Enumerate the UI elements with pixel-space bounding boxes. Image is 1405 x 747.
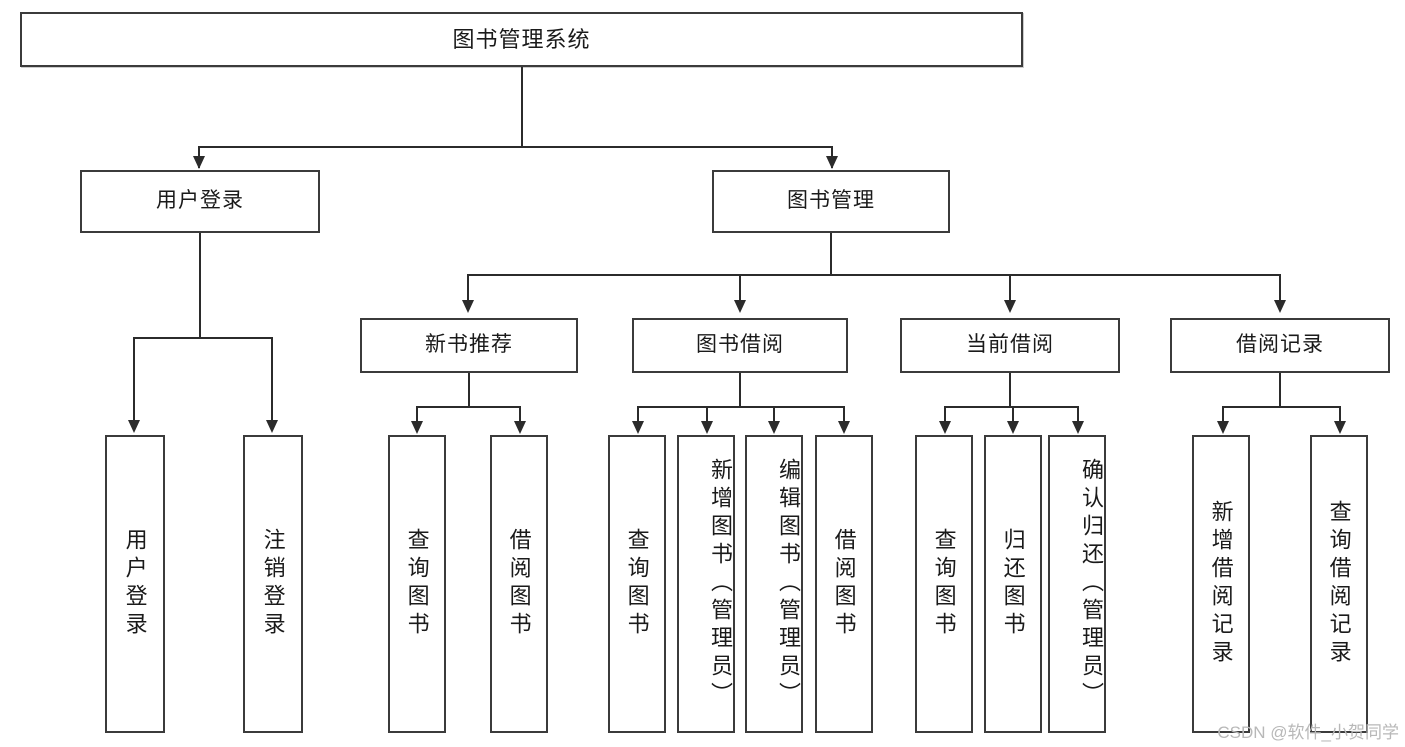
connector-borrow-record-stem [1279,373,1281,407]
connector-book-manage-bus [467,274,1280,276]
connector-book-borrow-bus [637,406,844,408]
connector-book-manage-stem [830,233,832,275]
leaf-new-book-query-books[interactable]: 查询图书 [388,435,446,733]
connector-borrow-record-to-leaf-1 [1222,406,1224,424]
connector-root-bus [198,146,833,148]
connector-user-login-bus [133,337,272,339]
arrowhead-book-manage-c1 [462,300,474,313]
connector-book-manage-to-c4 [1279,274,1281,304]
leaf-user-login-logout[interactable]: 注销登录 [243,435,303,733]
connector-current-borrow-stem [1009,373,1011,407]
connector-borrow-record-to-leaf-2 [1339,406,1341,424]
leaf-label: 编辑图书（管理员） [776,458,801,710]
arrowhead-root-to-user-login [193,156,205,169]
connector-new-book-bus [416,406,521,408]
connector-new-book-to-leaf-1 [416,406,418,424]
connector-user-login-to-leaf-1 [133,337,135,423]
arrowhead-borrow-record-leaf-1 [1217,421,1229,434]
node-label: 当前借阅 [966,333,1054,357]
arrowhead-current-borrow-leaf-3 [1072,421,1084,434]
node-label: 新书推荐 [425,333,513,357]
connector-current-borrow-to-leaf-2 [1012,406,1014,424]
node-borrow-record[interactable]: 借阅记录 [1170,318,1390,373]
node-label: 图书管理系统 [452,26,591,52]
leaf-label: 查询图书 [404,528,430,640]
node-root-book-management-system[interactable]: 图书管理系统 [20,12,1023,67]
leaf-label: 查询图书 [931,528,957,640]
node-current-borrow[interactable]: 当前借阅 [900,318,1120,373]
connector-current-borrow-to-leaf-3 [1077,406,1079,424]
leaf-current-borrow-return-books[interactable]: 归还图书 [984,435,1042,733]
arrowhead-new-book-leaf-2 [514,421,526,434]
leaf-label: 归还图书 [1000,528,1026,640]
arrowhead-book-manage-c2 [734,300,746,313]
leaf-label: 新增借阅记录 [1208,500,1234,668]
connector-book-borrow-to-leaf-2 [706,406,708,424]
leaf-user-login-login[interactable]: 用户登录 [105,435,165,733]
leaf-label: 借阅图书 [506,528,532,640]
node-new-book-recommendation[interactable]: 新书推荐 [360,318,578,373]
arrowhead-root-to-book-manage [826,156,838,169]
leaf-book-borrow-add-book-admin[interactable]: 新增图书（管理员） [677,435,735,733]
leaf-label: 借阅图书 [831,528,857,640]
leaf-book-borrow-query-books[interactable]: 查询图书 [608,435,666,733]
leaf-current-borrow-confirm-return-admin[interactable]: 确认归还（管理员） [1048,435,1106,733]
connector-book-manage-to-c1 [467,274,469,304]
arrowhead-new-book-leaf-1 [411,421,423,434]
node-label: 借阅记录 [1236,333,1324,357]
connector-book-borrow-to-leaf-3 [773,406,775,424]
leaf-book-borrow-edit-book-admin[interactable]: 编辑图书（管理员） [745,435,803,733]
leaf-book-borrow-borrow-books[interactable]: 借阅图书 [815,435,873,733]
node-book-borrow[interactable]: 图书借阅 [632,318,848,373]
arrowhead-book-borrow-leaf-4 [838,421,850,434]
arrowhead-book-borrow-leaf-1 [632,421,644,434]
leaf-new-book-borrow-books[interactable]: 借阅图书 [490,435,548,733]
connector-book-manage-to-c3 [1009,274,1011,304]
arrowhead-book-manage-c3 [1004,300,1016,313]
node-book-management[interactable]: 图书管理 [712,170,950,233]
connector-book-manage-to-c2 [739,274,741,304]
node-user-login[interactable]: 用户登录 [80,170,320,233]
arrowhead-book-manage-c4 [1274,300,1286,313]
leaf-label: 注销登录 [260,528,286,640]
connector-new-book-stem [468,373,470,407]
leaf-label: 新增图书（管理员） [708,458,733,710]
arrowhead-current-borrow-leaf-2 [1007,421,1019,434]
connector-new-book-to-leaf-2 [519,406,521,424]
leaf-current-borrow-query-books[interactable]: 查询图书 [915,435,973,733]
arrowhead-current-borrow-leaf-1 [939,421,951,434]
arrowhead-book-borrow-leaf-3 [768,421,780,434]
arrowhead-user-login-leaf-1 [128,420,140,433]
leaf-borrow-record-query-record[interactable]: 查询借阅记录 [1310,435,1368,733]
connector-current-borrow-to-leaf-1 [944,406,946,424]
arrowhead-user-login-leaf-2 [266,420,278,433]
leaf-label: 查询借阅记录 [1326,500,1352,668]
arrowhead-borrow-record-leaf-2 [1334,421,1346,434]
node-label: 图书借阅 [696,333,784,357]
leaf-label: 确认归还（管理员） [1079,458,1104,710]
connector-user-login-stem [199,233,201,338]
node-label: 用户登录 [156,189,244,213]
leaf-borrow-record-add-record[interactable]: 新增借阅记录 [1192,435,1250,733]
connector-user-login-to-leaf-2 [271,337,273,423]
connector-book-borrow-to-leaf-4 [843,406,845,424]
leaf-label: 用户登录 [122,528,148,640]
connector-borrow-record-bus [1222,406,1340,408]
connector-current-borrow-bus [944,406,1078,408]
leaf-label: 查询图书 [624,528,650,640]
connector-root-stem [521,67,523,147]
connector-book-borrow-stem [739,373,741,407]
arrowhead-book-borrow-leaf-2 [701,421,713,434]
node-label: 图书管理 [787,189,875,213]
connector-book-borrow-to-leaf-1 [637,406,639,424]
